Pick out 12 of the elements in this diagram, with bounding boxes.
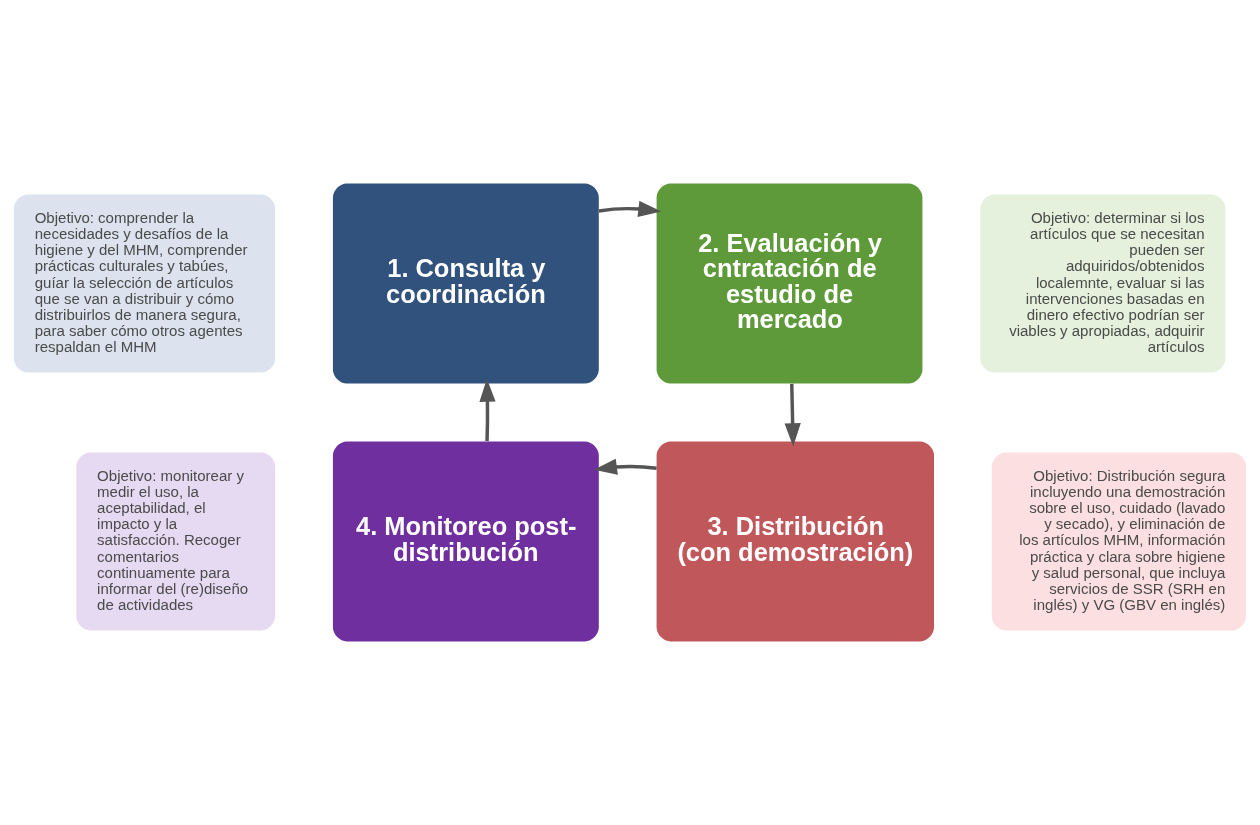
arrow <box>479 378 496 442</box>
node-box: 3. Distribución (con demostración) <box>656 441 934 642</box>
node-box: 2. Evaluación y cntratación de estudio de mercado <box>656 183 923 384</box>
node-box: Objetivo: monitorear y medir el uso, la aceptabilidad, el impacto y la satisfacción. Recoger comentarios continuamente para informar del (re)diseño de actividades <box>76 452 276 631</box>
node-box: Objetivo: Distribución segura incluyendo una demostración sobre el uso, cuidado (lavado y secado), y eliminación de los artículos MHM, información práctica y clara sobre higiene y salud personal, que incluya servicios de SSR (SRH en inglés) y VG (GBV en inglés) <box>991 452 1247 631</box>
node-box: 1. Consulta y coordinación <box>332 183 599 384</box>
arrow <box>593 458 657 475</box>
node-box: Objetivo: comprender la necesidades y desafíos de la higiene y del MHM, comprender prácticas culturales y tabúes, guíar la selección de artículos que se van a distribuir y cómo distribuirlos de manera segura, para saber cómo otros agentes respaldan el MHM <box>13 194 276 373</box>
arrow <box>784 383 801 447</box>
node-box: 4. Monitoreo post-distribución <box>332 441 599 642</box>
node-box: Objetivo: determinar si los artículos que se necesitan pueden ser adquiridos/obtenidos localemnte, evaluar si las intervenciones basadas en dinero efectivo podrían ser viables y apropiadas, adquirir artículos <box>980 194 1226 373</box>
arrow <box>598 200 662 217</box>
